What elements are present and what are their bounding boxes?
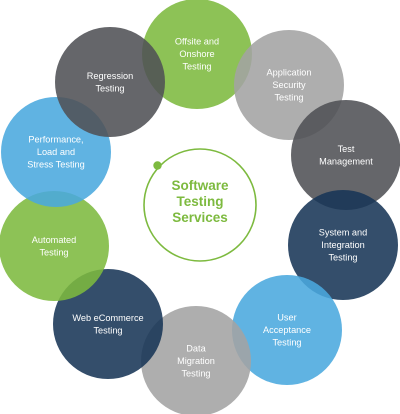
user-acceptance-testing-label-line-2: Acceptance — [263, 325, 311, 335]
data-migration-testing-label-line-2: Migration — [177, 356, 215, 366]
center-ring — [143, 148, 257, 262]
center-title-line-2: Testing — [177, 194, 224, 209]
automated-testing-circle — [0, 191, 109, 301]
automated-testing-label-line-2: Testing — [39, 247, 68, 257]
center-title-line-3: Services — [172, 210, 228, 225]
application-security-testing-label-line-3: Testing — [274, 93, 303, 103]
test-management-circle — [291, 100, 400, 210]
application-security-testing-label-line-2: Security — [272, 80, 306, 90]
user-acceptance-testing-label-line-1: User — [277, 313, 296, 323]
regression-testing-label-line-2: Testing — [95, 83, 124, 93]
data-migration-testing-label-line-1: Data — [186, 344, 206, 354]
regression-testing-label-line-1: Regression — [87, 71, 133, 81]
system-integration-testing-label-line-1: System and — [319, 228, 368, 238]
offsite-onshore-testing-label-line-1: Offsite and — [175, 37, 219, 47]
offsite-onshore-testing-label-line-2: Onshore — [179, 49, 214, 59]
automated-testing-label-line-1: Automated — [32, 235, 76, 245]
performance-load-stress-testing-label-line-3: Stress Testing — [27, 160, 85, 170]
offsite-onshore-testing-circle — [142, 0, 252, 109]
data-migration-testing-label-line-3: Testing — [181, 369, 210, 379]
web-ecommerce-testing-label-line-2: Testing — [93, 325, 122, 335]
center-dot — [153, 161, 162, 170]
center-title-line-1: Software — [171, 178, 229, 193]
center-group: Software Testing Services — [143, 148, 257, 262]
test-management-label-line-2: Management — [319, 156, 373, 166]
performance-load-stress-testing-label-line-1: Performance, — [28, 135, 83, 145]
performance-load-stress-testing-label-line-2: Load and — [37, 147, 75, 157]
regression-testing-circle — [55, 27, 165, 137]
web-ecommerce-testing-circle — [53, 269, 163, 379]
application-security-testing-label-line-1: Application — [267, 68, 312, 78]
user-acceptance-testing-circle — [232, 275, 342, 385]
system-integration-testing-circle — [288, 190, 398, 300]
offsite-onshore-testing-label-line-3: Testing — [182, 62, 211, 72]
system-integration-testing-label-line-3: Testing — [328, 253, 357, 263]
system-integration-testing-label-line-2: Integration — [321, 240, 364, 250]
test-management-label-line-1: Test — [338, 144, 355, 154]
data-migration-testing-circle — [141, 306, 251, 414]
user-acceptance-testing-label-line-3: Testing — [272, 338, 301, 348]
web-ecommerce-testing-label-line-1: Web eCommerce — [72, 313, 143, 323]
